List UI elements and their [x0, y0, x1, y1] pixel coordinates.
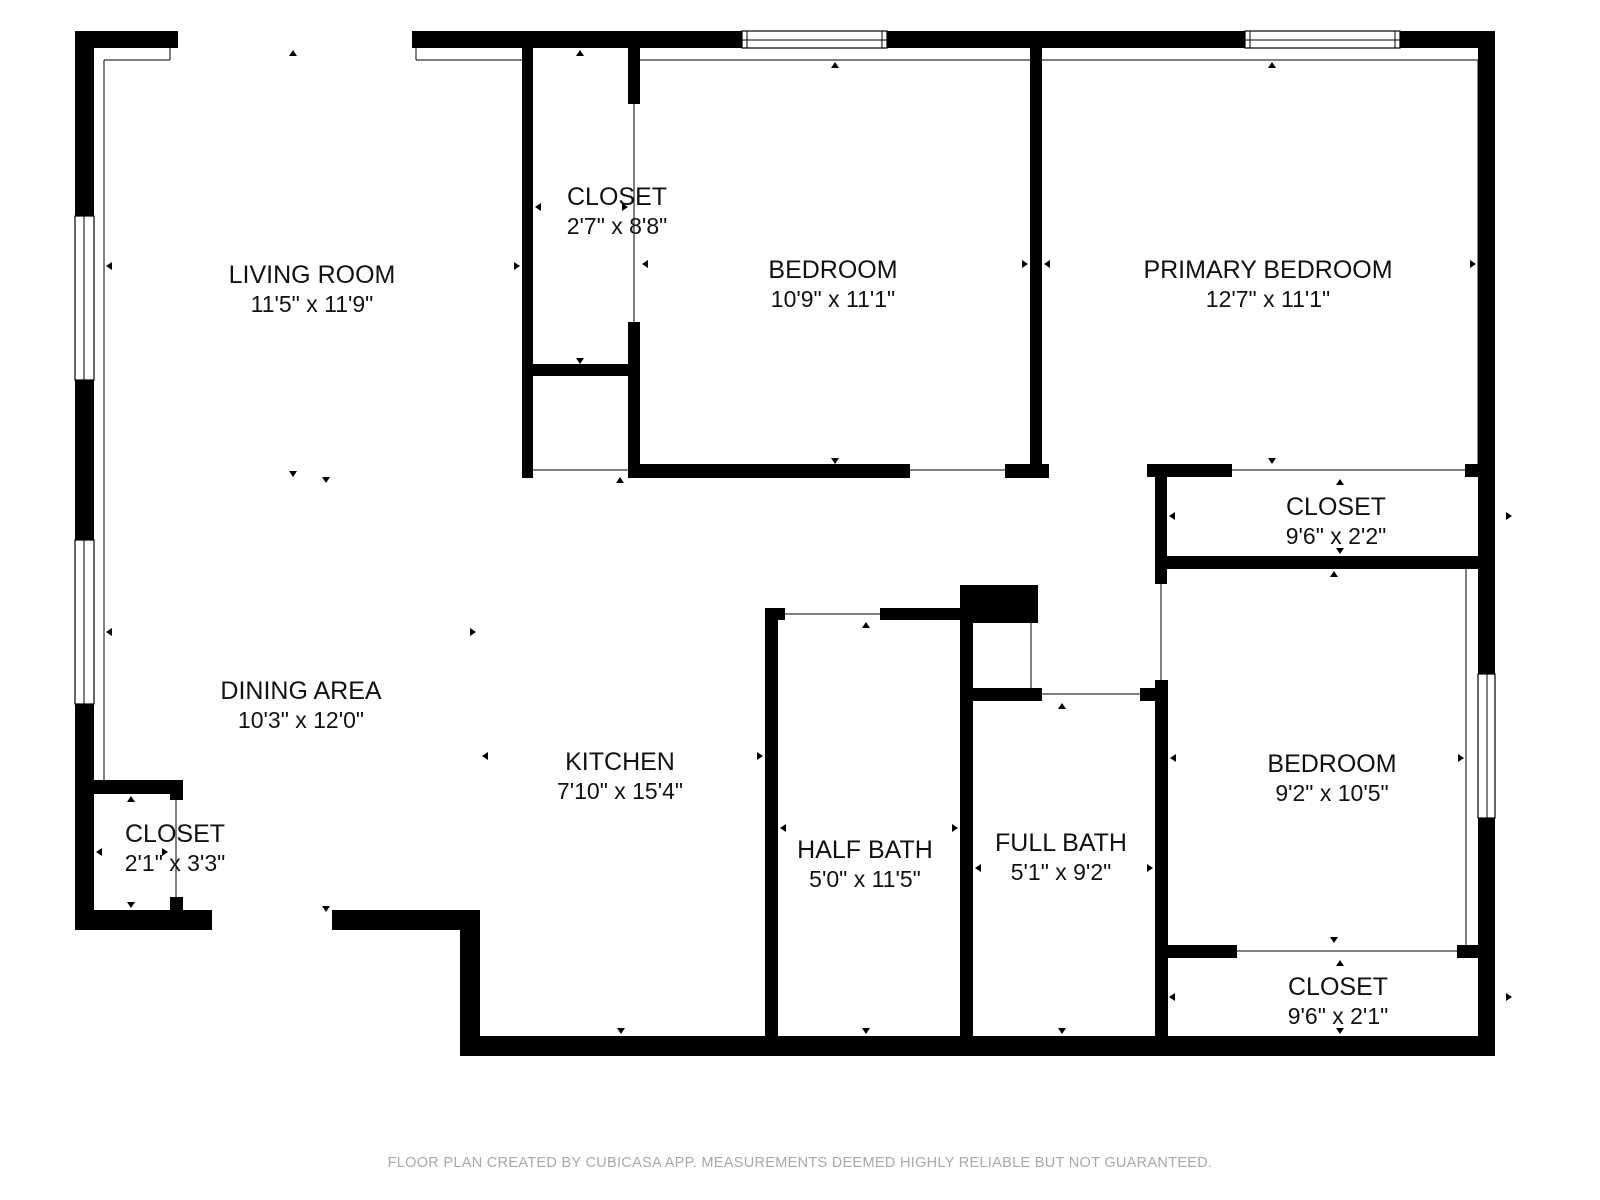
closet-left-name: CLOSET: [125, 820, 225, 848]
bedroom-right-name: BEDROOM: [1267, 750, 1396, 778]
bedroom-top-dims: 10'9" x 11'1": [771, 286, 895, 312]
room-labels: LIVING ROOM 11'5" x 11'9" CLOSET 2'7" x …: [125, 183, 1397, 1029]
dining-area-dims: 10'3" x 12'0": [238, 707, 364, 733]
bedroom-right-dims: 9'2" x 10'5": [1275, 780, 1388, 806]
closet-top-name: CLOSET: [567, 183, 667, 211]
primary-bedroom-dims: 12'7" x 11'1": [1206, 286, 1330, 312]
living-room-dims: 11'5" x 11'9": [251, 291, 374, 317]
footer-disclaimer: FLOOR PLAN CREATED BY CUBICASA APP. MEAS…: [388, 1155, 1213, 1171]
half-bath-name: HALF BATH: [797, 836, 933, 864]
closet-right-bottom-dims: 9'6" x 2'1": [1288, 1003, 1389, 1029]
bedroom-top-name: BEDROOM: [768, 256, 897, 284]
primary-bedroom-name: PRIMARY BEDROOM: [1143, 256, 1392, 284]
closet-right-top-dims: 9'6" x 2'2": [1286, 523, 1387, 549]
windows: [74, 30, 1496, 952]
dining-area-name: DINING AREA: [220, 677, 381, 705]
full-bath-name: FULL BATH: [995, 829, 1127, 857]
full-bath-dims: 5'1" x 9'2": [1011, 859, 1112, 885]
closet-top-dims: 2'7" x 8'8": [567, 213, 668, 239]
closet-left-dims: 2'1" x 3'3": [125, 850, 226, 876]
kitchen-dims: 7'10" x 15'4": [557, 778, 683, 804]
half-bath-dims: 5'0" x 11'5": [809, 866, 921, 892]
living-room-name: LIVING ROOM: [229, 261, 396, 289]
dimension-arrows: [96, 50, 1512, 1034]
kitchen-name: KITCHEN: [565, 748, 675, 776]
closet-right-bottom-name: CLOSET: [1288, 973, 1388, 1001]
closet-right-top-name: CLOSET: [1286, 493, 1386, 521]
walls: [75, 31, 1495, 1056]
